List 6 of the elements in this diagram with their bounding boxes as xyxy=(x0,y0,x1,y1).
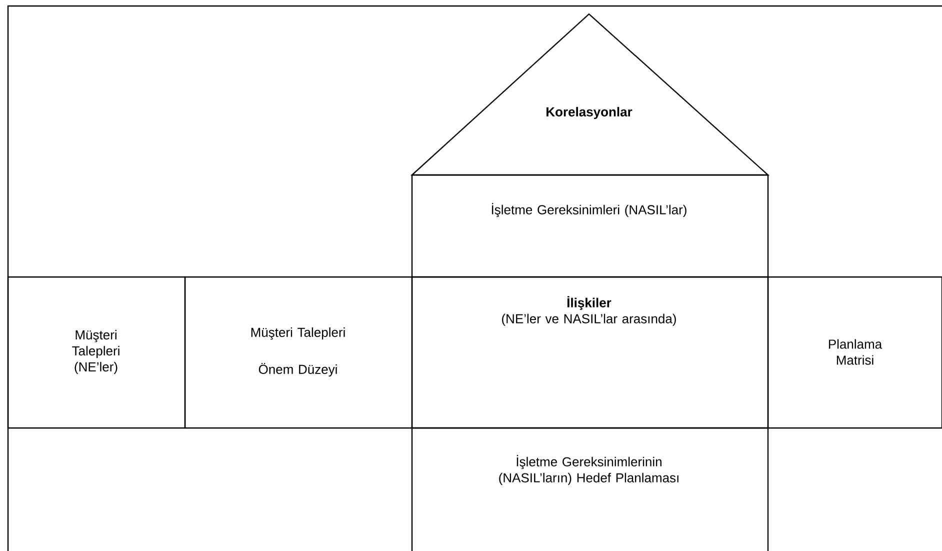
requirements-box: Müşteri Talepleri (NE’ler) xyxy=(7,276,186,429)
importance-box: Müşteri Talepleri Önem Düzeyi xyxy=(184,276,413,429)
relationship-matrix: İlişkiler (NE’ler ve NASIL’lar arasında) xyxy=(411,276,769,429)
planning-box: Planlama Matrisi xyxy=(767,276,942,429)
requirements-box: İşletme Gereksinimleri (NASIL’lar) xyxy=(411,174,769,278)
target-box: İşletme Gereksinimlerinin (NASIL’ların) Hedef Planlaması xyxy=(411,427,769,551)
